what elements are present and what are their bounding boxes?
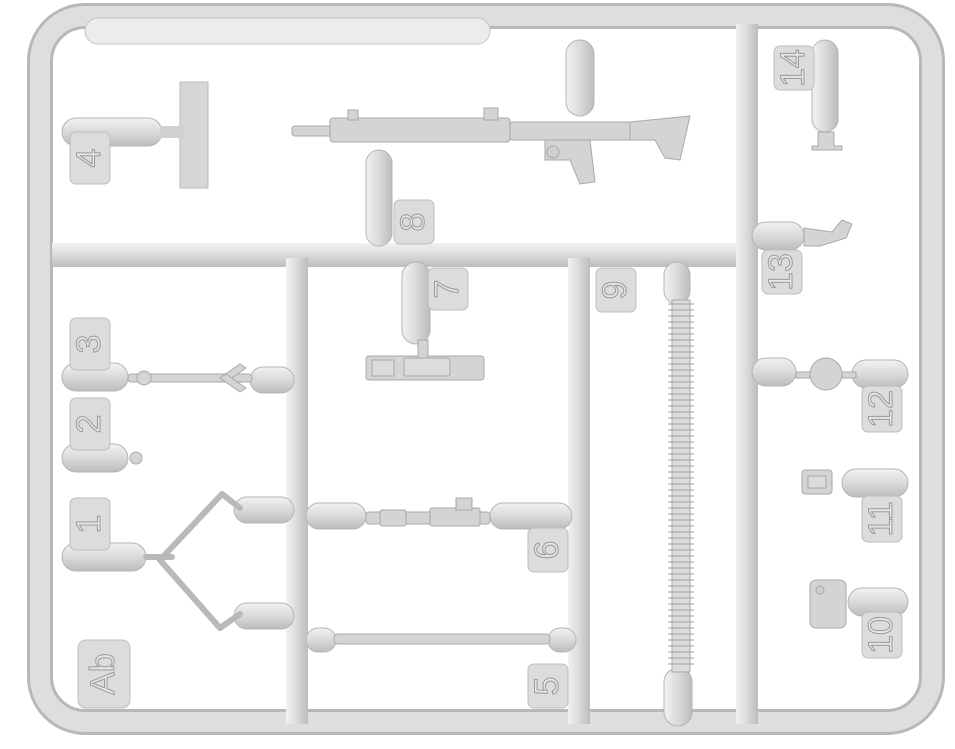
part-box-7: [365, 339, 485, 381]
part-number-7: 7: [428, 280, 466, 299]
part-number-2: 2: [70, 415, 108, 434]
part-number-1: 1: [70, 515, 108, 534]
part-belt-9: [668, 299, 694, 673]
part-number-8: 8: [394, 213, 432, 232]
part-number-3: 3: [70, 335, 108, 354]
part-number-13: 13: [762, 253, 800, 291]
part-plate-10: [809, 579, 847, 629]
part-latch-11: [801, 469, 833, 495]
part-bipod-3: [127, 363, 253, 393]
part-machine-gun: [291, 107, 691, 185]
part-number-10: 10: [862, 616, 900, 654]
part-handle-13: [803, 219, 853, 247]
part-tripod-1: [143, 491, 243, 631]
part-pin-2: [129, 451, 143, 465]
part-number-11: 11: [862, 501, 900, 536]
part-sight-14: [811, 131, 843, 151]
sprue-frame: [27, 3, 945, 735]
part-receiver-6: [365, 497, 491, 527]
part-number-4: 4: [70, 149, 108, 168]
part-rod-5: [333, 633, 551, 645]
sprue-gates-vertical: [365, 39, 839, 727]
part-flash-shield: [160, 81, 209, 189]
part-number-6: 6: [528, 541, 566, 560]
part-number-tabs: 4 3 2 1 Ab 8 7: [69, 45, 903, 709]
belt-teeth: [668, 303, 694, 665]
sprue-code: Ab: [84, 653, 122, 695]
part-number-9: 9: [596, 281, 634, 300]
part-number-14: 14: [774, 49, 812, 87]
sprue-runners: [52, 24, 758, 724]
part-number-5: 5: [528, 677, 566, 696]
part-number-12: 12: [862, 390, 900, 428]
part-drum-12: [795, 357, 857, 391]
sprue-gates: [61, 117, 909, 653]
